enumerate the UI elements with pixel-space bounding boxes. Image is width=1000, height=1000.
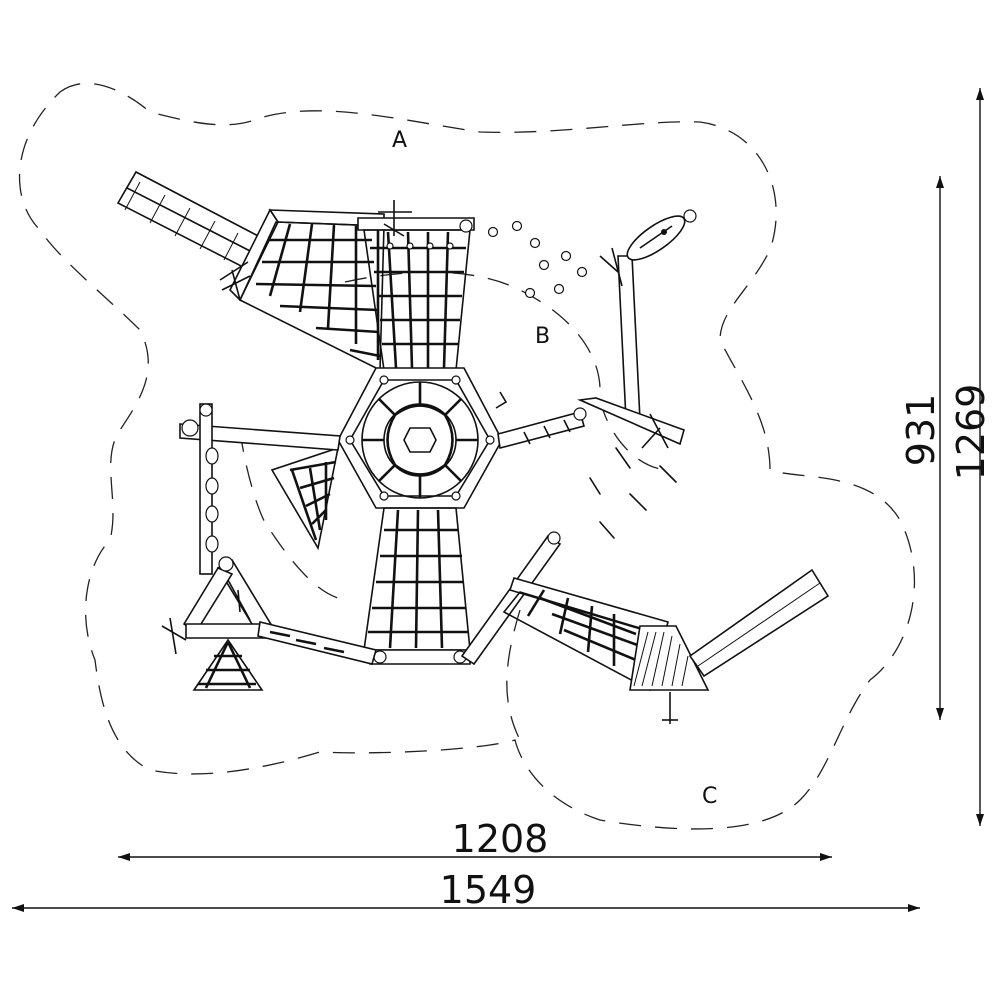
balance-beam-left xyxy=(179,403,341,575)
dimension-inner-width: 1208 xyxy=(452,817,549,861)
stepping-logs xyxy=(589,447,677,539)
zone-label-a: A xyxy=(392,128,407,153)
balance-beam-right xyxy=(495,391,587,450)
a-frame-tower xyxy=(161,556,274,691)
zone-label-c: C xyxy=(702,784,717,809)
ladder xyxy=(116,170,264,270)
spinner-seat xyxy=(577,209,697,449)
dimension-outer-width: 1549 xyxy=(440,868,537,912)
zone-label-b: B xyxy=(535,324,550,349)
safety-zone-outline xyxy=(18,82,916,830)
dimension-lines xyxy=(12,88,984,912)
climbing-net-bottom-right xyxy=(460,531,710,724)
central-tower xyxy=(337,367,503,509)
dimension-outer-height: 1269 xyxy=(949,384,993,481)
climbing-net-top-center xyxy=(357,200,475,371)
climbing-net-bottom-center xyxy=(363,507,471,665)
stepping-posts xyxy=(487,220,588,299)
climbing-net-left xyxy=(270,446,340,551)
rope-bridge-bottom xyxy=(257,621,377,665)
dimension-inner-height: 931 xyxy=(899,394,943,467)
slide xyxy=(688,568,830,678)
